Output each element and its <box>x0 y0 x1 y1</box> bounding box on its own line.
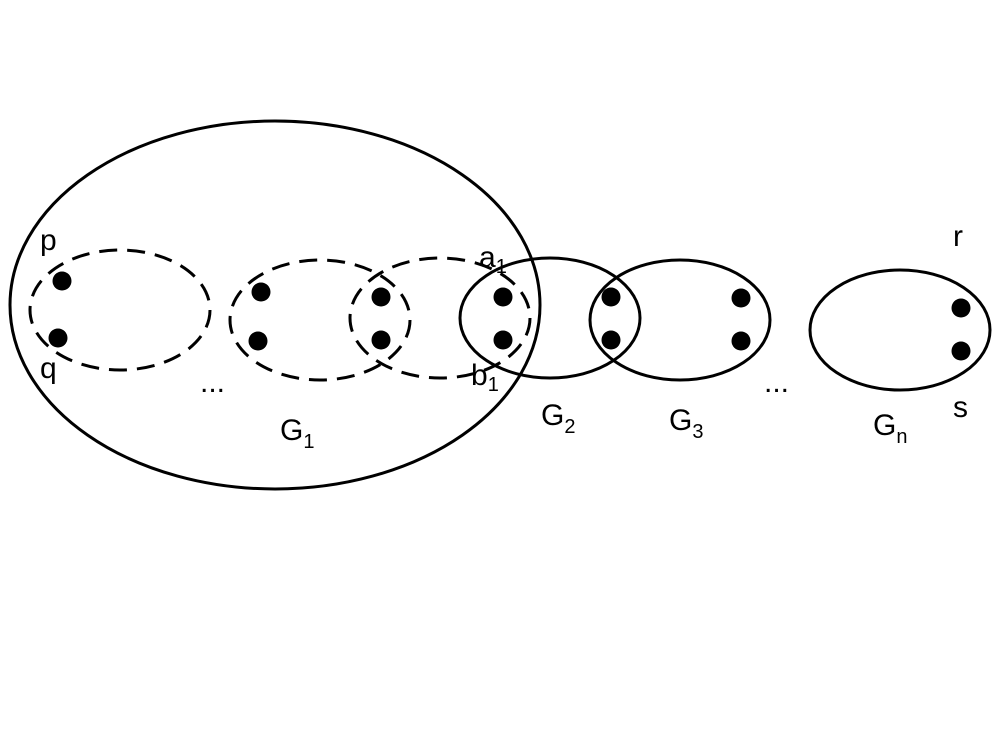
vertex-r <box>951 298 971 318</box>
vertex <box>371 330 391 350</box>
vertex <box>731 288 751 308</box>
vertex-a1 <box>493 287 513 307</box>
vertex <box>731 331 751 351</box>
vertex <box>248 331 268 351</box>
vertex-s <box>951 341 971 361</box>
vertex <box>601 330 621 350</box>
label-g3: G3 <box>669 404 703 443</box>
label-b1-main: b <box>471 359 488 392</box>
label-gn-main: G <box>873 409 896 442</box>
label-gn: Gn <box>873 409 907 448</box>
label-g1-subscript: 1 <box>303 431 314 453</box>
g1-outline <box>8 119 542 491</box>
g3-outline <box>588 258 772 382</box>
ellipsis-between-g3-gn: ... <box>764 366 789 399</box>
g2-outline <box>458 256 642 380</box>
vertex-b1 <box>493 330 513 350</box>
label-g2-subscript: 2 <box>564 416 575 438</box>
label-q: q <box>40 352 57 385</box>
label-b1: b1 <box>471 359 499 396</box>
label-a1-subscript: 1 <box>496 256 507 278</box>
g1-subgraph-middle <box>228 258 412 382</box>
label-g3-main: G <box>669 404 692 437</box>
label-g3-subscript: 3 <box>692 421 703 443</box>
gn-outline <box>808 268 992 392</box>
vertex <box>251 282 271 302</box>
label-s: s <box>953 391 968 424</box>
label-a1: a1 <box>479 241 507 278</box>
label-p: p <box>40 224 57 257</box>
vertex <box>371 287 391 307</box>
label-gn-subscript: n <box>896 426 907 448</box>
ellipsis-g1: ... <box>200 366 225 399</box>
label-a1-main: a <box>479 241 496 274</box>
label-g1-main: G <box>280 414 303 447</box>
label-b1-subscript: 1 <box>488 374 499 396</box>
vertex <box>601 287 621 307</box>
label-g2-main: G <box>541 399 564 432</box>
vertex-q <box>48 328 68 348</box>
label-g1: G1 <box>280 414 314 453</box>
g1-subgraph-left <box>28 248 212 372</box>
g1-subgraph-right <box>348 256 532 380</box>
vertex-p <box>52 271 72 291</box>
label-r: r <box>953 220 963 253</box>
label-g2: G2 <box>541 399 575 438</box>
